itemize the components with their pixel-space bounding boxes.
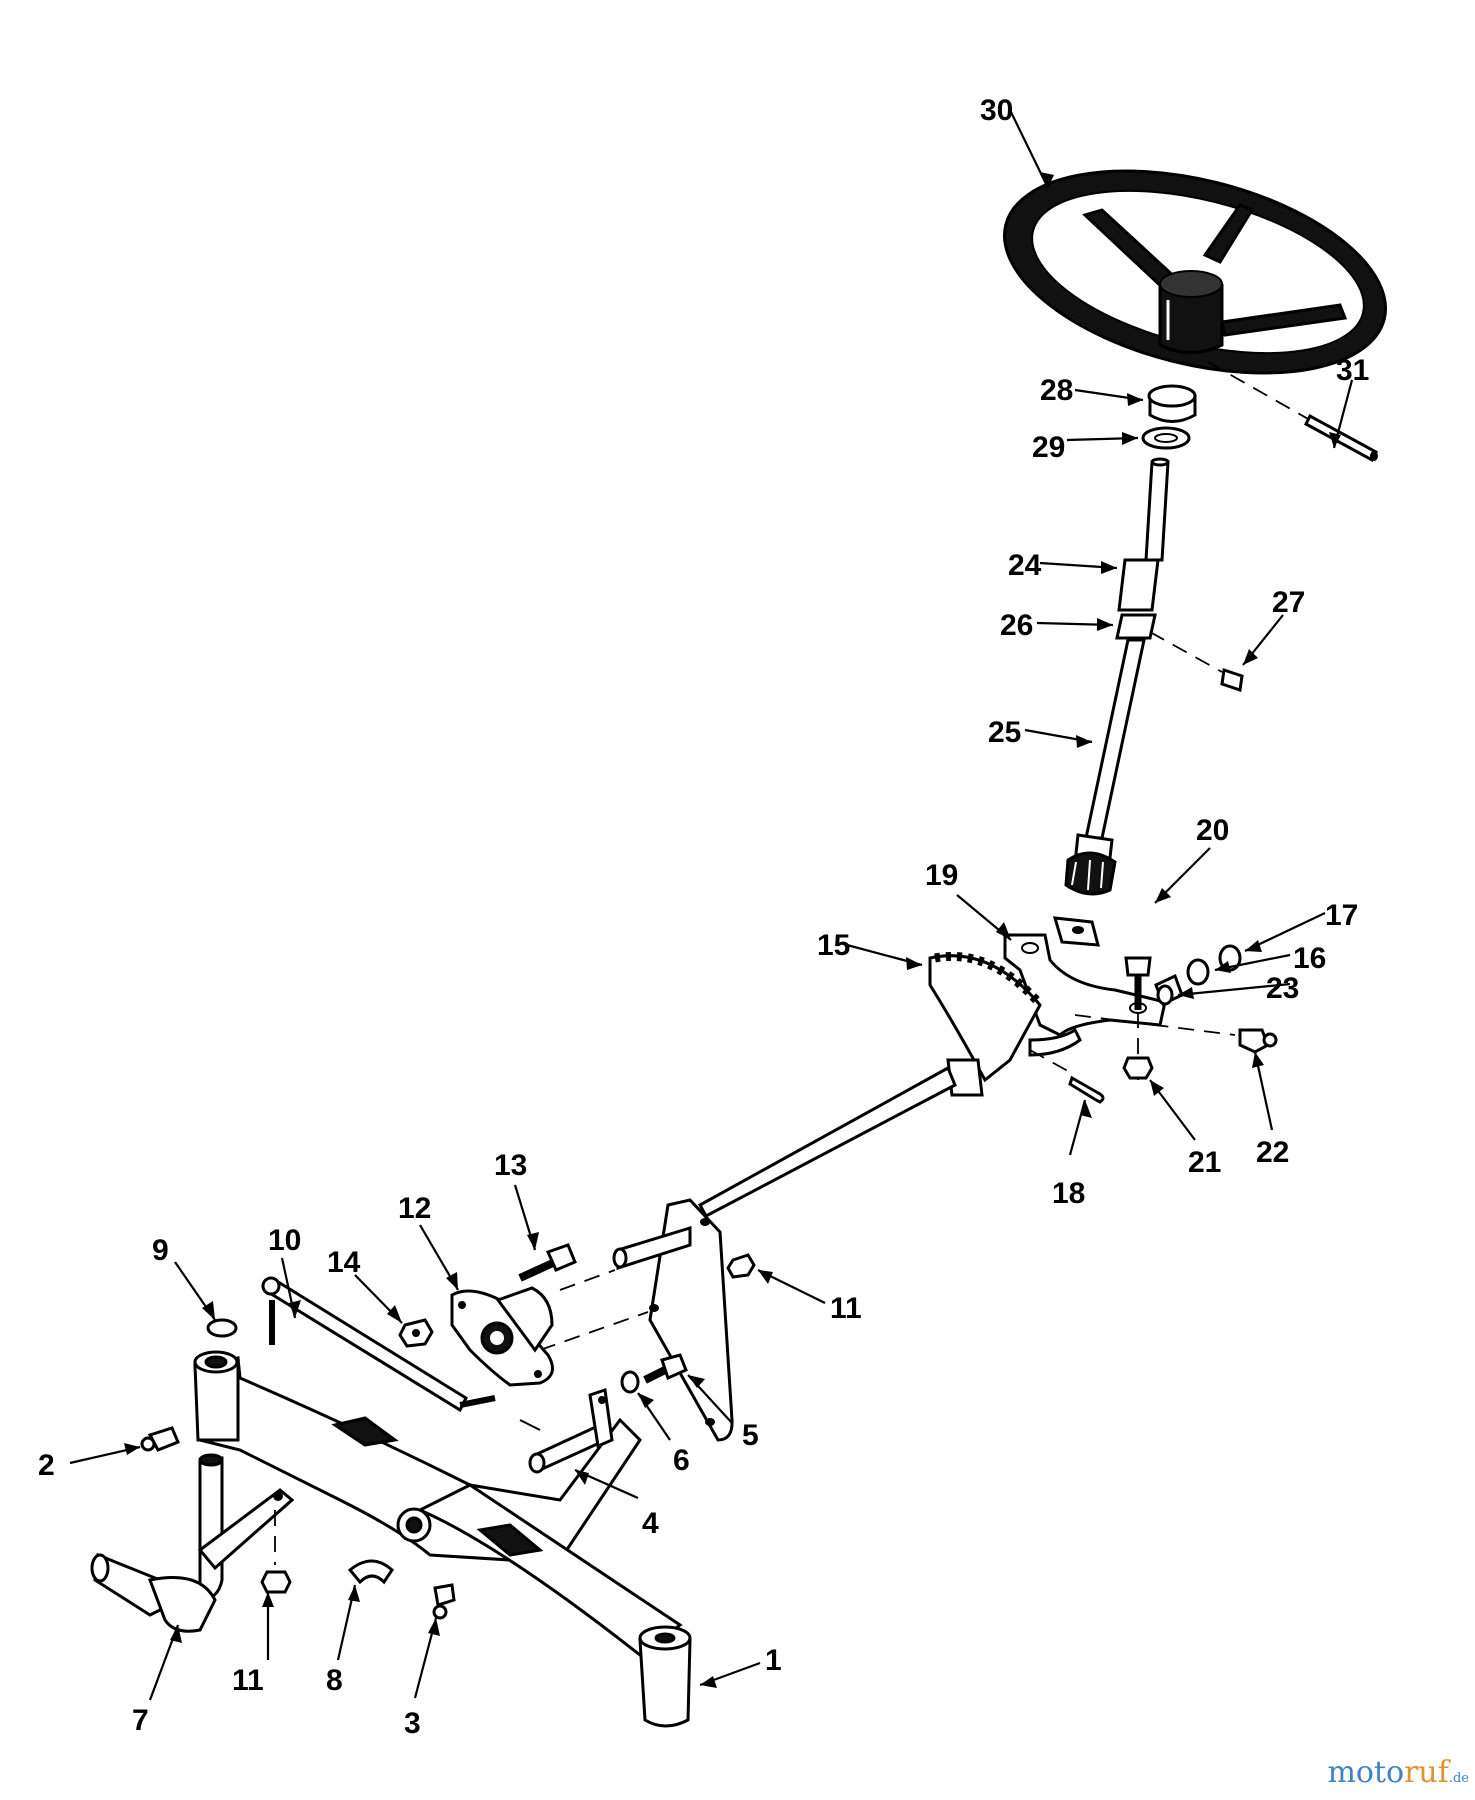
callout-6: 6 (673, 1444, 690, 1477)
grease-fitting-icon (1074, 1014, 1278, 1054)
washer-icon (620, 1370, 640, 1394)
callout-23: 23 (1266, 972, 1299, 1005)
hub-bushing-icon (1147, 384, 1197, 423)
callout-24: 24 (1008, 549, 1042, 582)
callout-19: 19 (925, 859, 958, 892)
callout-11: 11 (232, 1664, 264, 1697)
callout-22: 22 (1256, 1136, 1289, 1169)
callout-3: 3 (404, 1707, 421, 1740)
washer-icon (1186, 944, 1242, 986)
callout-1: 1 (765, 1644, 782, 1677)
callout-31: 31 (1336, 354, 1369, 387)
callout-13: 13 (494, 1149, 527, 1182)
roll-pin-icon (1207, 361, 1378, 463)
grease-fitting-icon (140, 1426, 180, 1452)
washer-icon (1141, 426, 1191, 450)
drag-link-icon (697, 1058, 984, 1219)
callout-2: 2 (38, 1449, 55, 1482)
nut-icon (398, 1318, 434, 1348)
callout-8: 8 (326, 1664, 343, 1697)
callout-labels: 30 31 28 29 24 27 26 25 20 19 17 15 16 2… (38, 94, 1369, 1740)
callout-28: 28 (1040, 374, 1073, 407)
callout-15: 15 (817, 929, 850, 962)
callout-9: 9 (152, 1234, 169, 1267)
bolt-icon (643, 1353, 688, 1384)
callout-14: 14 (327, 1246, 361, 1279)
steering-shaft-icon (1064, 457, 1170, 896)
watermark-logo: motoruf.de (1327, 1755, 1469, 1790)
sector-gear-icon (928, 951, 1082, 1083)
grease-fitting-icon (432, 1583, 456, 1620)
callout-4: 4 (642, 1507, 659, 1540)
bolt-icon (518, 1243, 577, 1282)
callout-20: 20 (1196, 814, 1229, 847)
front-axle-icon (193, 1350, 692, 1728)
pivot-pin-icon (528, 1388, 614, 1474)
callout-12: 12 (398, 1192, 431, 1225)
nut-icon (260, 1570, 292, 1594)
callout-11: 11 (830, 1292, 862, 1325)
nut-icon (726, 1253, 756, 1279)
leader-lines (69, 109, 1354, 1701)
callout-5: 5 (742, 1419, 759, 1452)
callout-29: 29 (1032, 431, 1065, 464)
watermark-brand-b: ruf (1404, 1755, 1449, 1790)
callout-18: 18 (1052, 1177, 1085, 1210)
spacer-icon (1154, 973, 1184, 1007)
callout-25: 25 (988, 716, 1021, 749)
mount-plate-icon (539, 1198, 734, 1442)
cotter-pin-icon (1029, 1049, 1105, 1104)
nut-icon (1122, 1056, 1154, 1080)
spindle-icon (90, 1453, 295, 1633)
callout-10: 10 (268, 1224, 301, 1257)
watermark-tld: .de (1448, 1771, 1469, 1786)
callout-27: 27 (1272, 586, 1305, 619)
callout-16: 16 (1293, 942, 1326, 975)
pivot-bracket-icon (450, 1286, 554, 1387)
callout-21: 21 (1188, 1146, 1221, 1179)
set-screw-icon (1149, 631, 1244, 692)
watermark-brand-a: moto (1327, 1755, 1405, 1790)
retaining-clip-icon (206, 1318, 238, 1338)
retaining-clip-icon (347, 1559, 394, 1585)
bolt-icon (1124, 956, 1152, 1080)
callout-26: 26 (1000, 609, 1033, 642)
steering-wheel-icon (1002, 169, 1388, 375)
tie-rod-icon (261, 1276, 496, 1413)
callout-17: 17 (1325, 899, 1358, 932)
callout-30: 30 (980, 94, 1013, 127)
callout-7: 7 (132, 1704, 149, 1737)
